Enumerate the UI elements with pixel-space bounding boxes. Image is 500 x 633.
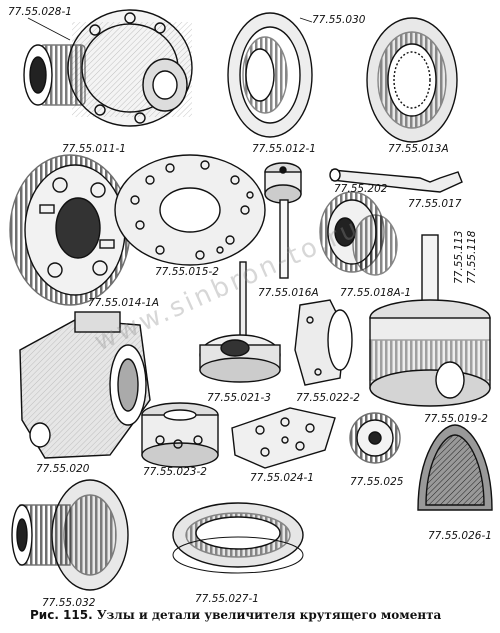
label-77-55-027-1: 77.55.027-1 bbox=[195, 593, 259, 605]
part-gasket bbox=[417, 424, 493, 511]
part-gearbox-housing bbox=[19, 311, 151, 459]
figure-caption: Рис. 115. Узлы и детали увеличителя крут… bbox=[30, 608, 441, 622]
label-77-55-118: 77.55.118 bbox=[466, 230, 478, 284]
label-77-55-025: 77.55.025 bbox=[350, 476, 404, 488]
label-77-55-020: 77.55.020 bbox=[36, 463, 90, 475]
label-77-55-017: 77.55.017 bbox=[408, 198, 462, 210]
label-77-55-023-2: 77.55.023-2 bbox=[143, 466, 207, 478]
label-77-55-021-3: 77.55.021-3 bbox=[207, 392, 271, 404]
label-77-55-022-2: 77.55.022-2 bbox=[296, 392, 360, 404]
label-77-55-019-2: 77.55.019-2 bbox=[424, 413, 488, 425]
figure-title: Узлы и детали увеличителя крутящего моме… bbox=[96, 608, 442, 622]
part-valve-stem bbox=[264, 162, 302, 279]
part-holed-ring bbox=[141, 402, 219, 468]
label-77-55-016a: 77.55.016А bbox=[258, 287, 319, 299]
label-77-55-026-1: 77.55.026-1 bbox=[428, 530, 492, 542]
label-77-55-013a: 77.55.013А bbox=[388, 143, 449, 155]
part-double-gear bbox=[319, 191, 398, 276]
label-77-55-018a-1: 77.55.018А-1 bbox=[340, 287, 412, 299]
label-77-55-032: 77.55.032 bbox=[42, 597, 96, 609]
label-77-55-113: 77.55.113 bbox=[453, 230, 465, 284]
part-shift-lever bbox=[329, 168, 463, 193]
figure-number: Рис. 115. bbox=[30, 608, 93, 622]
label-77-55-011-1: 77.55.011-1 bbox=[62, 143, 126, 155]
label-77-55-028-1: 77.55.028-1 bbox=[8, 6, 72, 18]
part-spline-ring bbox=[366, 17, 458, 143]
part-perforated-plate bbox=[114, 154, 266, 266]
part-gear-carrier bbox=[9, 154, 131, 306]
part-control-lever bbox=[199, 261, 281, 383]
part-valve-plate bbox=[231, 407, 336, 469]
label-77-55-030: 77.55.030 bbox=[312, 14, 366, 26]
part-drum-assembly bbox=[369, 234, 491, 407]
part-pump-body bbox=[294, 299, 353, 386]
part-large-ring bbox=[172, 502, 304, 574]
label-77-55-014-1a: 77.55.014-1А bbox=[88, 297, 160, 309]
label-77-55-015-2: 77.55.015-2 bbox=[155, 266, 219, 278]
part-spline-drum bbox=[11, 479, 129, 591]
label-77-55-202: 77.55.202 bbox=[334, 183, 388, 195]
part-housing-with-hub bbox=[23, 9, 193, 127]
part-small-gear bbox=[349, 412, 401, 464]
label-77-55-012-1: 77.55.012-1 bbox=[252, 143, 316, 155]
part-bearing-ring bbox=[227, 12, 313, 138]
label-77-55-024-1: 77.55.024-1 bbox=[250, 472, 314, 484]
